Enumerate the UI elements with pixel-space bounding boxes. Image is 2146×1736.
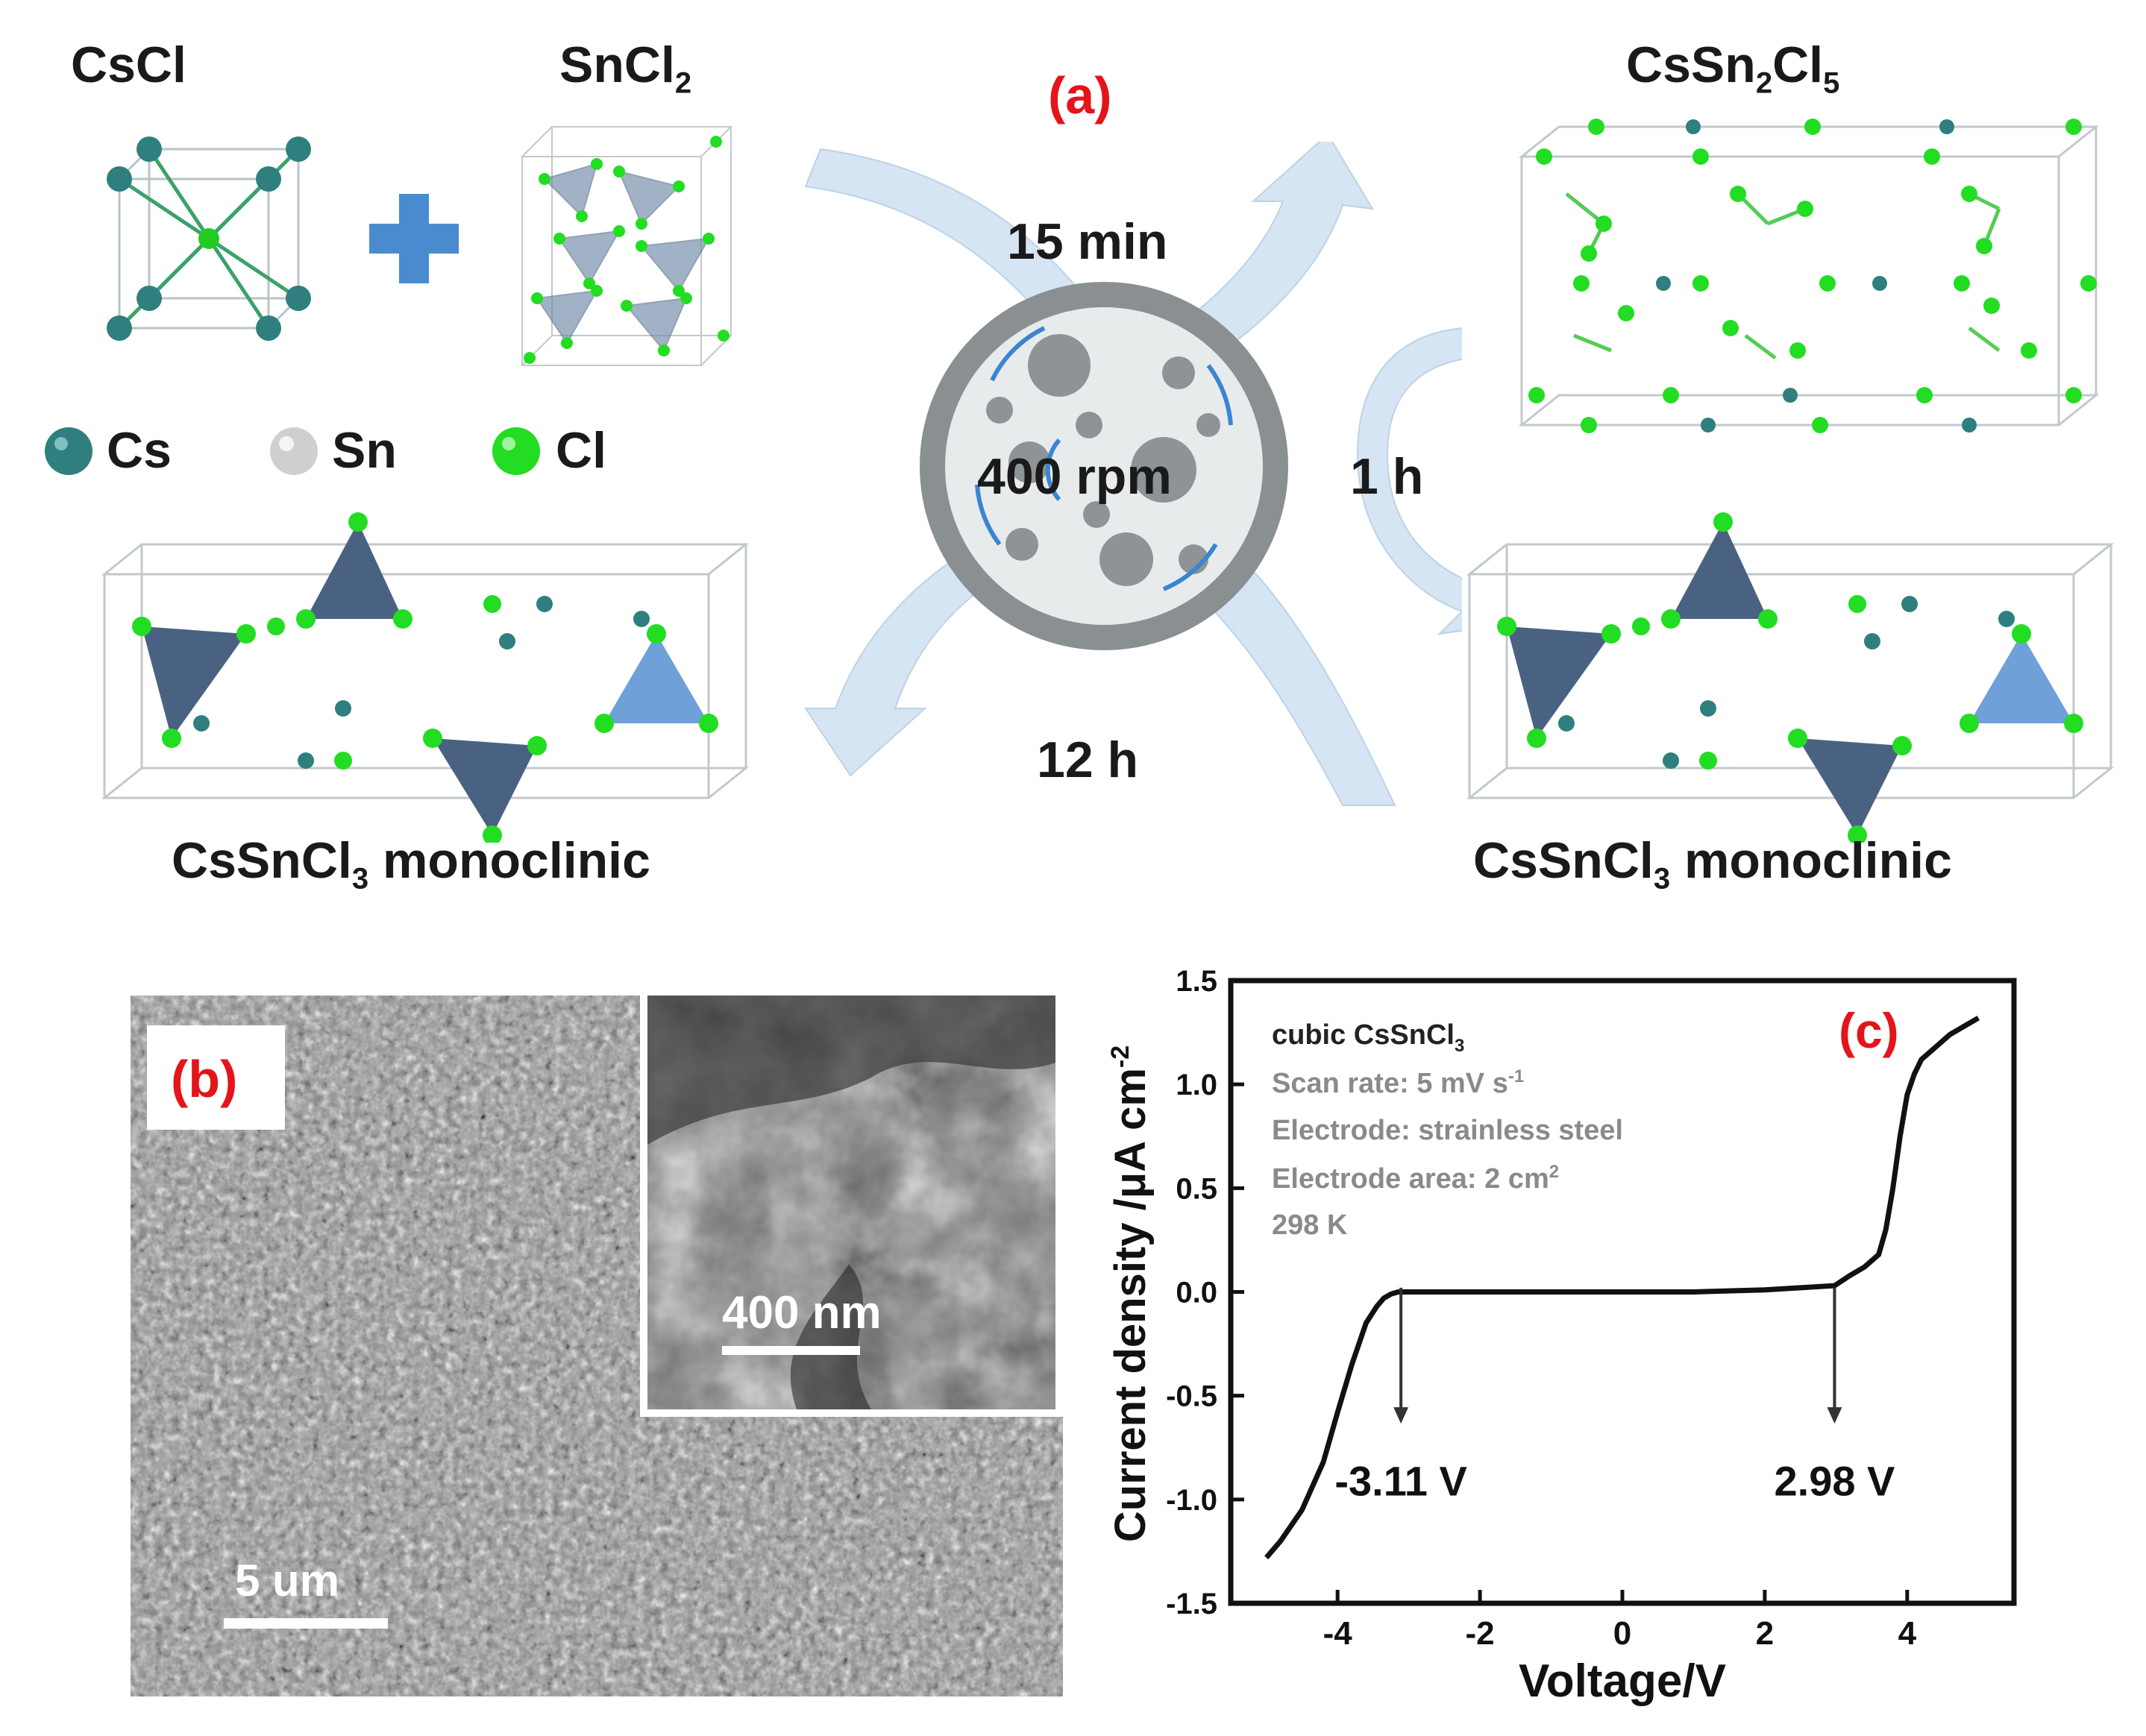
annotation-arrowhead xyxy=(1393,1407,1409,1424)
y-tick-label: 0.0 xyxy=(1176,1277,1217,1309)
x-tick-label: 0 xyxy=(1613,1615,1631,1652)
cssn2cl5-crystal-structure xyxy=(1518,119,2100,433)
x-tick-label: 4 xyxy=(1898,1615,1917,1652)
legend-temperature: 298 K xyxy=(1272,1210,1348,1241)
panel-b-label-box: (b) xyxy=(147,1025,285,1130)
ball-mill-diagram xyxy=(804,142,1462,806)
time-15-min: 15 min xyxy=(1007,213,1168,270)
sncl2-crystal-structure xyxy=(521,126,732,366)
legend-cs-label: Cs xyxy=(107,422,172,479)
inset-scale-bar xyxy=(722,1346,860,1355)
sem-image: 400 nm (b) 5 um xyxy=(131,996,1063,1696)
legend-electrode: Electrode: strainless steel xyxy=(1272,1115,1623,1146)
cscl-crystal-structure xyxy=(107,136,311,341)
y-tick-label: 1.0 xyxy=(1176,1069,1217,1101)
product-cssn2cl5-label: CsSn2Cl5 xyxy=(1626,37,1840,100)
annotation-label: -3.11 V xyxy=(1334,1457,1466,1504)
product-left-label: CsSnCl3 monoclinic xyxy=(172,832,650,896)
legend-electrode-area: Electrode area: 2 cm2 xyxy=(1272,1162,1559,1195)
legend-sn-label: Sn xyxy=(332,422,397,479)
y-tick-label: -1.5 xyxy=(1166,1588,1217,1620)
annotation-arrowhead xyxy=(1827,1407,1842,1424)
sem-inset: 400 nm xyxy=(640,996,1063,1417)
x-tick-label: -2 xyxy=(1466,1615,1495,1652)
main-scale-label: 5 um xyxy=(235,1556,340,1606)
legend-cl-label: Cl xyxy=(556,422,606,479)
cs-atom-icon xyxy=(45,427,92,475)
y-tick-label: 1.5 xyxy=(1176,965,1217,998)
y-tick-label: -0.5 xyxy=(1166,1380,1217,1413)
cssncl3-right-crystal-structure xyxy=(1466,512,2115,843)
time-1-h: 1 h xyxy=(1350,448,1424,505)
plus-icon xyxy=(369,194,459,283)
sem-inset-texture xyxy=(647,996,1055,1409)
x-tick-label: 2 xyxy=(1756,1615,1774,1652)
reactant-cscl-label: CsCl xyxy=(71,37,186,93)
y-tick-label: 0.5 xyxy=(1176,1172,1217,1205)
voltage-current-chart: -1.5 -1.0 -0.5 0.0 0.5 1.0 1.5 -4 -2 0 2 4 -3.11 V… xyxy=(1106,965,2017,1707)
panel-a-label: (a) xyxy=(1048,66,1112,125)
sn-atom-icon xyxy=(270,427,318,475)
cl-atom-icon xyxy=(492,427,540,475)
reactant-sncl2-label: SnCl2 xyxy=(559,37,692,100)
x-tick-label: -4 xyxy=(1323,1615,1353,1652)
legend-scan-rate: Scan rate: 5 mV s-1 xyxy=(1272,1066,1524,1099)
sem-inset-image: 400 nm xyxy=(647,996,1055,1409)
y-axis-label: Current density /μA cm-2 xyxy=(1106,1045,1155,1542)
x-axis-label: Voltage/V xyxy=(1519,1655,1726,1707)
product-right-label: CsSnCl3 monoclinic xyxy=(1473,832,1952,896)
panel-c-label: (c) xyxy=(1839,1003,1899,1058)
time-12-h: 12 h xyxy=(1037,732,1139,788)
speed-400-rpm: 400 rpm xyxy=(977,448,1172,505)
cssncl3-left-crystal-structure xyxy=(101,512,750,843)
main-scale-bar xyxy=(224,1618,388,1629)
inset-scale-label: 400 nm xyxy=(722,1287,882,1339)
legend-title: cubic CsSnCl3 xyxy=(1272,1019,1464,1056)
panel-b-label: (b) xyxy=(171,1050,238,1108)
annotation-label: 2.98 V xyxy=(1775,1457,1895,1504)
atom-legend: Cs Sn Cl xyxy=(41,418,712,485)
series-line xyxy=(1264,1016,1980,1560)
y-tick-label: -1.0 xyxy=(1166,1484,1217,1517)
